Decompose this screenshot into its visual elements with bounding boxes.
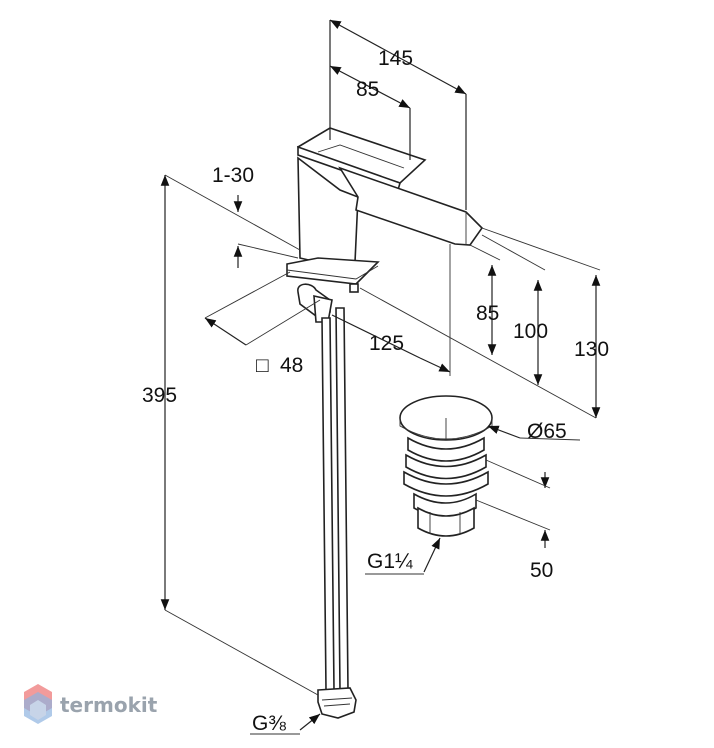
dim-lever-length: 85	[356, 78, 379, 101]
dim-deck-thickness: 1-30	[212, 164, 254, 187]
faucet-body	[286, 127, 484, 323]
termokit-logo-icon	[24, 684, 52, 724]
dim-waste-thread: G1¼	[367, 550, 413, 573]
dim-waste-height: 50	[530, 559, 553, 582]
dim-spout-outlet-height: 100	[513, 320, 548, 343]
dim-waste-diameter: Ø65	[527, 420, 567, 443]
dim-total-height: 130	[574, 338, 609, 361]
dim-total-length: 395	[142, 384, 177, 407]
dim-overall-reach: 145	[378, 47, 413, 70]
dim-base-size: 48	[280, 354, 303, 377]
watermark-brand: termokit	[60, 693, 158, 717]
dim-hose-thread: G⅜	[252, 712, 286, 735]
dim-spout-reach: 125	[369, 332, 404, 355]
pop-up-waste	[399, 395, 493, 537]
dim-spout-height: 85	[476, 302, 499, 325]
dimension-lines	[160, 19, 601, 735]
supply-hoses	[317, 307, 357, 719]
dim-base-size-symbol: □	[256, 354, 269, 377]
